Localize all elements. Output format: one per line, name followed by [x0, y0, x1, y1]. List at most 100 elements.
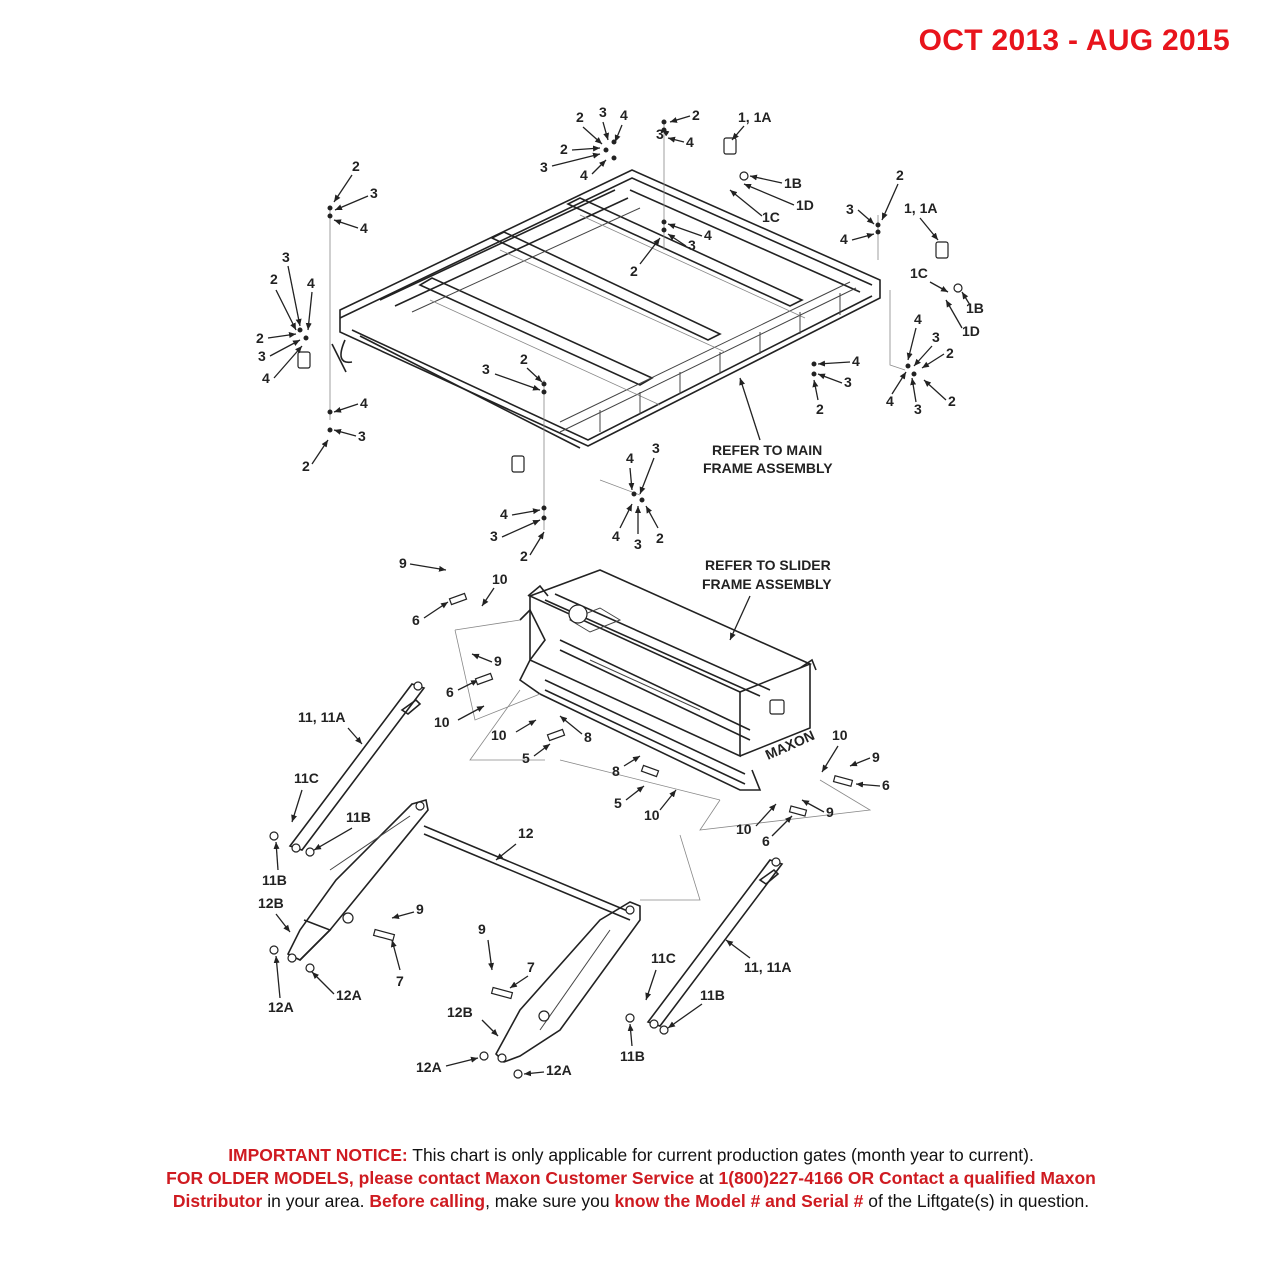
- callout-2: 2: [302, 458, 310, 474]
- callout-11c: 11C: [294, 770, 319, 786]
- callout-3: 3: [482, 361, 490, 377]
- callout-2: 2: [948, 393, 956, 409]
- notice-line-1: IMPORTANT NOTICE: This chart is only app…: [228, 1145, 1034, 1165]
- callout-4: 4: [307, 275, 315, 291]
- callout-4: 4: [612, 528, 620, 544]
- callout-2: 2: [656, 530, 664, 546]
- callout-9: 9: [826, 804, 834, 820]
- callout-4: 4: [886, 393, 894, 409]
- callout-4: 4: [580, 167, 588, 183]
- callout-11b: 11B: [262, 872, 287, 888]
- callout-7: 7: [527, 959, 535, 975]
- callout-9: 9: [416, 901, 424, 917]
- callout-1d: 1D: [796, 197, 814, 213]
- callout-12b: 12B: [258, 895, 284, 911]
- callout-8: 8: [584, 729, 592, 745]
- callout-2: 2: [256, 330, 264, 346]
- callout-12a: 12A: [546, 1062, 572, 1078]
- callout-3: 3: [688, 237, 696, 253]
- callout-4: 4: [840, 231, 848, 247]
- callout-12a: 12A: [416, 1059, 442, 1075]
- callout-2: 2: [270, 271, 278, 287]
- callout-1-1a: 1, 1A: [904, 200, 937, 216]
- callout-5: 5: [614, 795, 622, 811]
- callout-3: 3: [914, 401, 922, 417]
- callout-2: 2: [946, 345, 954, 361]
- callout-11b: 11B: [346, 809, 371, 825]
- callout-6: 6: [882, 777, 890, 793]
- callout-10: 10: [832, 727, 848, 743]
- callout-6: 6: [762, 833, 770, 849]
- callout-2: 2: [352, 158, 360, 174]
- callout-11-11a: 11, 11A: [298, 709, 346, 725]
- callout-6: 6: [412, 612, 420, 628]
- callout-4: 4: [360, 220, 368, 236]
- main-frame-drawing: [297, 119, 949, 530]
- callout-4: 4: [360, 395, 368, 411]
- callout-2: 2: [816, 401, 824, 417]
- date-range-title: OCT 2013 - AUG 2015: [918, 24, 1230, 57]
- callout-10: 10: [492, 571, 508, 587]
- callout-6: 6: [446, 684, 454, 700]
- callout-10: 10: [491, 727, 507, 743]
- callout-3: 3: [652, 440, 660, 456]
- callout-2: 2: [520, 548, 528, 564]
- callout-10: 10: [644, 807, 660, 823]
- callout-4: 4: [704, 227, 712, 243]
- callout-2: 2: [520, 351, 528, 367]
- callout-1-1a: 1, 1A: [738, 109, 771, 125]
- callout-2: 2: [576, 109, 584, 125]
- maxon-brand-label: MAXON: [763, 727, 817, 763]
- callout-2: 2: [560, 141, 568, 157]
- callout-2: 2: [896, 167, 904, 183]
- callout-12a: 12A: [268, 999, 294, 1015]
- notice-line-3: Distributor in your area. Before calling…: [172, 1191, 1090, 1211]
- callout-4: 4: [626, 450, 634, 466]
- callout-3: 3: [844, 374, 852, 390]
- callout-4: 4: [686, 134, 694, 150]
- lift-arm-callouts: 11, 11A 11C 11B 11B 12 12B 9 7 12A 12A 9…: [258, 709, 792, 1078]
- callout-9: 9: [478, 921, 486, 937]
- callout-3: 3: [370, 185, 378, 201]
- refer-main-frame-line1: REFER TO MAIN: [712, 442, 822, 458]
- callout-11b: 11B: [620, 1048, 645, 1064]
- callout-11b: 11B: [700, 987, 725, 1003]
- callout-5: 5: [522, 750, 530, 766]
- important-notice: IMPORTANT NOTICE: This chart is only app…: [60, 1144, 1202, 1213]
- callout-4: 4: [620, 107, 628, 123]
- callout-9: 9: [399, 555, 407, 571]
- callout-11c: 11C: [651, 950, 676, 966]
- notice-line-2: FOR OLDER MODELS, please contact Maxon C…: [166, 1168, 1096, 1188]
- slider-frame-drawing: MAXON: [454, 569, 872, 901]
- callout-1b: 1B: [784, 175, 802, 191]
- refer-main-frame-line2: FRAME ASSEMBLY: [703, 460, 833, 476]
- callout-3: 3: [599, 104, 607, 120]
- callout-3: 3: [634, 536, 642, 552]
- callout-12b: 12B: [447, 1004, 473, 1020]
- callout-1d: 1D: [962, 323, 980, 339]
- callout-9: 9: [494, 653, 502, 669]
- callout-3: 3: [656, 126, 664, 142]
- callout-9: 9: [872, 749, 880, 765]
- callout-1c: 1C: [910, 265, 928, 281]
- callout-2: 2: [692, 107, 700, 123]
- callout-12a: 12A: [336, 987, 362, 1003]
- callout-1b: 1B: [966, 300, 984, 316]
- callout-10: 10: [434, 714, 450, 730]
- callout-8: 8: [612, 763, 620, 779]
- callout-3: 3: [540, 159, 548, 175]
- callout-7: 7: [396, 973, 404, 989]
- callout-3: 3: [490, 528, 498, 544]
- callout-3: 3: [358, 428, 366, 444]
- callout-3: 3: [258, 348, 266, 364]
- slider-callouts: REFER TO SLIDER FRAME ASSEMBLY 9 10 6 9 …: [399, 555, 890, 849]
- main-frame-callouts: 2 3 4 2 3 4 2 3 4 1, 1A 1B 1D 1C 4 3 2 2…: [256, 104, 984, 564]
- callout-12: 12: [518, 825, 534, 841]
- lift-arms-drawing: [269, 681, 784, 1079]
- callout-4: 4: [500, 506, 508, 522]
- callout-3: 3: [282, 249, 290, 265]
- callout-4: 4: [914, 311, 922, 327]
- callout-1c: 1C: [762, 209, 780, 225]
- callout-2: 2: [630, 263, 638, 279]
